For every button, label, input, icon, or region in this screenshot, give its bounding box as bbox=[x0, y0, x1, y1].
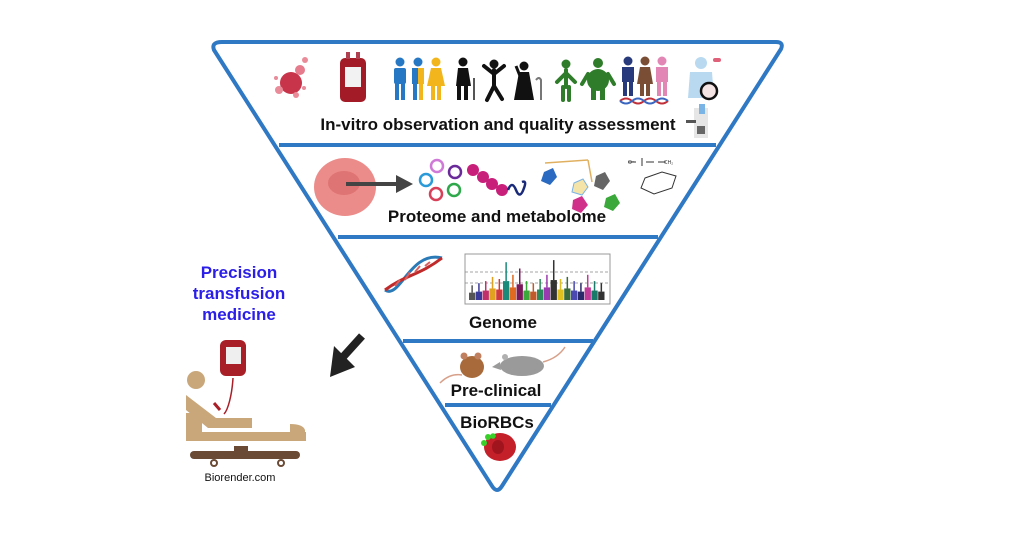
human-digestive-microbiome-icon bbox=[688, 57, 721, 101]
manhattan-peak bbox=[559, 279, 562, 290]
labeled-red-blood-cell-icon bbox=[481, 433, 516, 461]
pyramid-outline bbox=[211, 40, 784, 492]
manhattan-peak bbox=[505, 262, 507, 282]
elderly-person-icon bbox=[456, 57, 475, 100]
manhattan-column bbox=[537, 289, 544, 300]
tier-label-proteome-metabolome: Proteome and metabolome bbox=[387, 207, 607, 226]
obese-person-icon bbox=[580, 58, 616, 100]
ethnic-diversity-people-dna-icon bbox=[619, 56, 669, 105]
blood-bag-icon bbox=[340, 52, 366, 102]
tier-label-biorbcs: BioRBCs bbox=[460, 413, 534, 432]
child-jumping-icon bbox=[482, 59, 506, 102]
patient-transfusion-bed-icon bbox=[186, 340, 306, 467]
manhattan-column bbox=[530, 291, 537, 300]
manhattan-peak bbox=[525, 281, 528, 291]
manhattan-peak bbox=[546, 274, 548, 288]
manhattan-column bbox=[482, 290, 489, 300]
manhattan-column bbox=[564, 288, 571, 300]
credit-text: Biorender.com bbox=[204, 472, 276, 484]
slim-person-icon bbox=[555, 59, 577, 102]
manhattan-column bbox=[598, 291, 605, 300]
manhattan-column bbox=[475, 291, 483, 300]
manhattan-peak bbox=[586, 274, 589, 288]
manhattan-column bbox=[584, 287, 591, 300]
manhattan-column bbox=[509, 287, 517, 300]
rat-icon bbox=[492, 346, 566, 376]
manhattan-column bbox=[557, 289, 564, 300]
manhattan-peak bbox=[484, 281, 487, 291]
manhattan-peak bbox=[539, 279, 541, 290]
blood-droplet-splash-icon bbox=[274, 57, 308, 98]
manhattan-peak bbox=[580, 283, 582, 292]
tier-label-in-vitro: In-vitro observation and quality assessm… bbox=[320, 115, 676, 134]
svg-text:CH₂: CH₂ bbox=[664, 160, 673, 166]
protein-folds-icon bbox=[418, 158, 463, 202]
outcome-line-2: transfusion bbox=[192, 284, 286, 303]
manhattan-peak bbox=[478, 283, 480, 292]
svg-text:O⁻: O⁻ bbox=[628, 160, 635, 166]
manhattan-peak bbox=[471, 285, 473, 293]
tier-label-pre-clinical: Pre-clinical bbox=[450, 381, 542, 400]
manhattan-column bbox=[496, 289, 503, 300]
manhattan-column bbox=[543, 287, 551, 300]
elderly-woman-cane-icon bbox=[514, 61, 542, 100]
manhattan-column bbox=[523, 290, 530, 300]
arrow-right-icon bbox=[346, 175, 413, 193]
manhattan-column bbox=[516, 284, 523, 300]
outcome-line-1: Precision bbox=[200, 263, 278, 282]
manhattan-peak bbox=[518, 268, 521, 285]
arrow-down-left-icon bbox=[330, 333, 365, 377]
glucose-phosphate-structure-icon: O⁻ CH₂ bbox=[628, 158, 677, 195]
manhattan-column bbox=[577, 291, 585, 300]
manhattan-peak bbox=[532, 283, 535, 292]
outcome-line-3: medicine bbox=[202, 305, 276, 324]
manhattan-column bbox=[489, 288, 496, 300]
microscope-icon bbox=[686, 104, 708, 138]
manhattan-column bbox=[591, 290, 598, 300]
metabolite-rings-icon bbox=[541, 159, 620, 213]
red-blood-cell-icon bbox=[314, 158, 376, 216]
manhattan-column bbox=[469, 292, 476, 300]
manhattan-peak bbox=[573, 281, 575, 291]
protein-chain-icon bbox=[467, 164, 527, 196]
manhattan-peak bbox=[593, 281, 596, 291]
manhattan-column bbox=[571, 290, 578, 300]
manhattan-peak bbox=[566, 276, 569, 289]
tier-label-genome: Genome bbox=[468, 313, 538, 332]
female-person-icon bbox=[427, 57, 445, 100]
manhattan-peak bbox=[600, 283, 603, 292]
dna-helix-icon bbox=[384, 255, 443, 293]
outcome-heading: Precision transfusion medicine bbox=[193, 262, 286, 325]
manhattan-peak bbox=[552, 260, 555, 281]
manhattan-column bbox=[550, 280, 557, 300]
manhattan-peak bbox=[498, 279, 501, 290]
manhattan-plot-icon bbox=[464, 253, 611, 305]
male-person-icon bbox=[394, 57, 406, 100]
male-female-person-icon bbox=[412, 57, 424, 100]
manhattan-peak bbox=[512, 274, 514, 288]
manhattan-column bbox=[503, 281, 510, 300]
mouse-icon bbox=[439, 352, 484, 384]
manhattan-peak bbox=[491, 276, 494, 289]
